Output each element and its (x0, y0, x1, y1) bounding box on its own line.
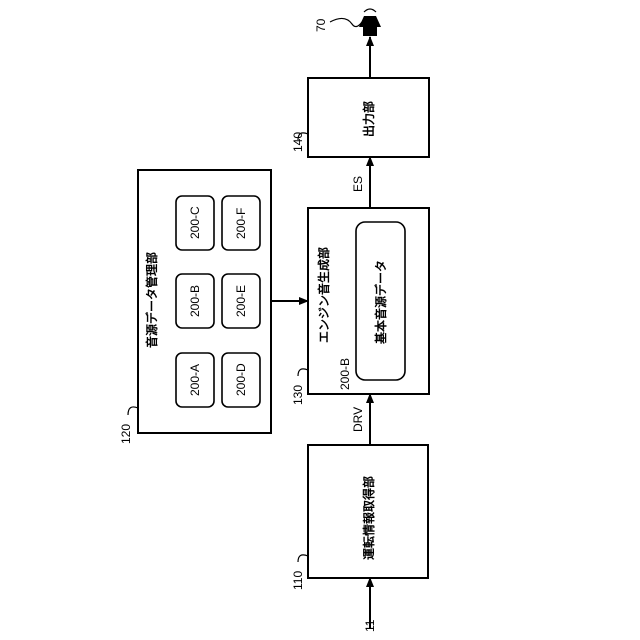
engine-gen-ref-label: 130 (291, 385, 305, 405)
sound-item-label: 200-B (188, 285, 202, 317)
sound-manager-leader (128, 407, 138, 415)
acquisition-block-label: 運転情報取得部 (361, 476, 376, 560)
acquisition-ref-label: 110 (291, 571, 305, 590)
sound-item-label: 200-A (188, 364, 202, 396)
engine-gen-leader (298, 369, 308, 376)
es-signal-label: ES (351, 176, 365, 192)
sound-manager-ref-label: 120 (119, 424, 133, 444)
speaker-ref-label: 70 (314, 18, 328, 32)
sound-item-label: 200-F (234, 208, 248, 239)
sound-item-label: 200-C (188, 206, 202, 239)
drv-signal-label: DRV (351, 407, 365, 432)
sound-manager-block-label: 音源データ管理部 (144, 252, 159, 348)
basic-sound-ref-label: 200-B (338, 358, 352, 390)
engine-gen-block-label: エンジン音生成部 (316, 247, 331, 343)
speaker-leader (330, 18, 362, 26)
sound-item-label: 200-D (234, 363, 248, 396)
output-block-label: 出力部 (361, 101, 376, 137)
acquisition-leader (298, 555, 308, 562)
basic-sound-data-label: 基本音源データ (373, 260, 388, 345)
output-ref-label: 140 (291, 132, 305, 152)
sound-item-label: 200-E (234, 285, 248, 317)
input-signal-label: 11 (363, 619, 377, 632)
